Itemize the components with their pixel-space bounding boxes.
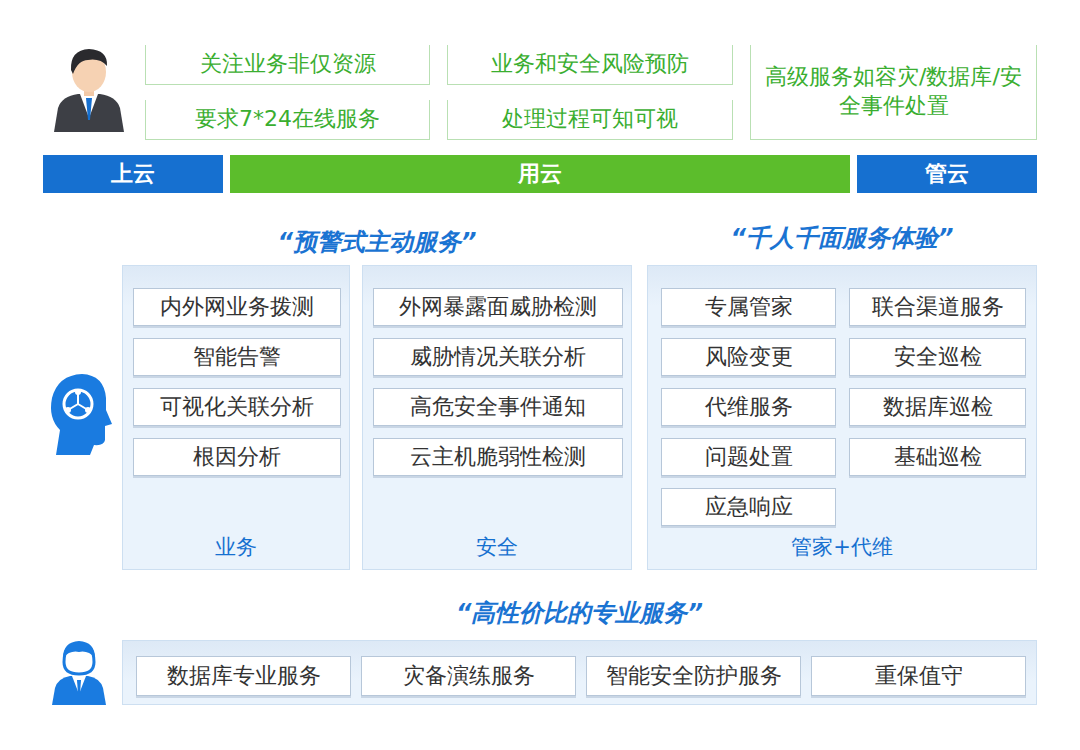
service-item: 联合渠道服务	[849, 288, 1026, 326]
service-item: 可视化关联分析	[133, 388, 341, 426]
box-text: 问题处置	[705, 442, 793, 472]
service-item: 云主机脆弱性检测	[373, 438, 623, 476]
box-text: 高危安全事件通知	[410, 392, 586, 422]
box-text: 基础巡检	[894, 442, 982, 472]
stage-bar: 用云	[230, 155, 850, 193]
box-text: 要求7*24在线服务	[195, 105, 380, 134]
box-text: 数据库巡检	[883, 392, 993, 422]
service-item: 基础巡检	[849, 438, 1026, 476]
ai-head-icon	[51, 374, 112, 455]
service-item: 数据库专业服务	[136, 656, 351, 696]
box-text: 高级服务如容灾/数据库/安全事件处置	[761, 63, 1026, 120]
box-text: 可视化关联分析	[160, 392, 314, 422]
service-item: 代维服务	[661, 388, 836, 426]
box-text: 数据库专业服务	[167, 661, 321, 691]
service-item: 数据库巡检	[849, 388, 1026, 426]
service-item: 重保值守	[811, 656, 1026, 696]
service-item: 智能安全防护服务	[586, 656, 801, 696]
box-text: 灾备演练服务	[403, 661, 535, 691]
box-text: 上云	[111, 159, 155, 189]
box-text: 安全巡检	[894, 342, 982, 372]
box-text: 联合渠道服务	[872, 292, 1004, 322]
service-item: 专属管家	[661, 288, 836, 326]
box-text: 业务和安全风险预防	[491, 50, 689, 79]
service-item: 内外网业务拨测	[133, 288, 341, 326]
box-text: 重保值守	[875, 661, 963, 691]
box-text: 威胁情况关联分析	[410, 342, 586, 372]
box-text: 管云	[925, 159, 969, 189]
box-text: 外网暴露面威胁检测	[399, 292, 597, 322]
service-item: 应急响应	[661, 488, 836, 526]
box-text: 内外网业务拨测	[160, 292, 314, 322]
box-text: 风险变更	[705, 342, 793, 372]
service-item: 问题处置	[661, 438, 836, 476]
service-item: 安全巡检	[849, 338, 1026, 376]
box-text: 云主机脆弱性检测	[410, 442, 586, 472]
requirement-box: 要求7*24在线服务	[145, 100, 430, 140]
customer-icon	[54, 49, 124, 132]
requirement-box: 处理过程可知可视	[447, 100, 733, 140]
section-title: “千人千面服务体验”	[648, 222, 1036, 254]
box-text: 处理过程可知可视	[502, 105, 678, 134]
service-panel: “千人千面服务体验”管家+代维专属管家联合渠道服务风险变更安全巡检代维服务数据库…	[647, 265, 1037, 570]
box-text: 用云	[518, 159, 562, 189]
box-text: 代维服务	[705, 392, 793, 422]
service-item: 外网暴露面威胁检测	[373, 288, 623, 326]
requirement-box: 高级服务如容灾/数据库/安全事件处置	[750, 45, 1037, 140]
section-title: “预警式主动服务”	[122, 226, 632, 258]
box-text: 关注业务非仅资源	[200, 50, 376, 79]
service-panel: “高性价比的专业服务”数据库专业服务灾备演练服务智能安全防护服务重保值守	[122, 640, 1037, 705]
service-item: 风险变更	[661, 338, 836, 376]
panel-label: 管家+代维	[648, 533, 1036, 561]
box-text: 智能告警	[193, 342, 281, 372]
section-title: “高性价比的专业服务”	[123, 597, 1036, 629]
stage-bar: 上云	[43, 155, 223, 193]
service-panel: 安全 外网暴露面威胁检测威胁情况关联分析高危安全事件通知云主机脆弱性检测	[362, 265, 632, 570]
requirement-box: 关注业务非仅资源	[145, 45, 430, 85]
service-item: 根因分析	[133, 438, 341, 476]
panel-label: 业务	[123, 533, 349, 561]
expert-icon	[52, 641, 106, 705]
service-panel: 业务 内外网业务拨测智能告警可视化关联分析根因分析	[122, 265, 350, 570]
service-item: 威胁情况关联分析	[373, 338, 623, 376]
service-item: 智能告警	[133, 338, 341, 376]
box-text: 根因分析	[193, 442, 281, 472]
panel-label: 安全	[363, 533, 631, 561]
service-item: 灾备演练服务	[361, 656, 576, 696]
box-text: 应急响应	[705, 492, 793, 522]
requirement-box: 业务和安全风险预防	[447, 45, 733, 85]
box-text: 智能安全防护服务	[606, 661, 782, 691]
service-item: 高危安全事件通知	[373, 388, 623, 426]
box-text: 专属管家	[705, 292, 793, 322]
stage-bar: 管云	[857, 155, 1037, 193]
